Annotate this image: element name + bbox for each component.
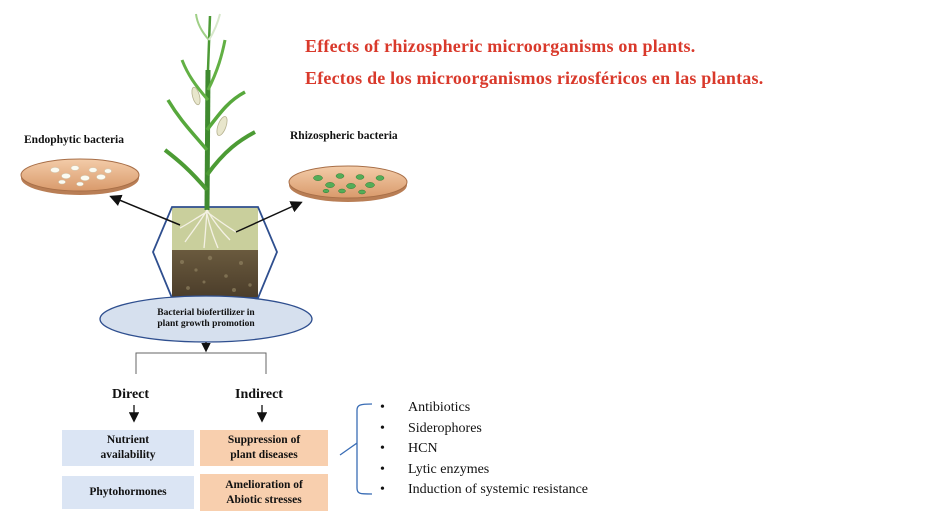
mechanism-antibiotics: Antibiotics [408, 400, 471, 415]
rhizospheric-label: Rhizospheric bacteria [290, 130, 398, 142]
rhizosphere-hexagon [152, 206, 278, 299]
endophytic-colonies [50, 165, 112, 187]
maize-plant [163, 13, 256, 249]
mechanisms-list: •Antibiotics •Siderophores •HCN •Lytic e… [380, 398, 588, 501]
mechanism-siderophores: Siderophores [408, 420, 482, 436]
phytohormones-box-label: Phytohormones [89, 486, 167, 498]
endophytic-petri-dish [20, 158, 140, 195]
plant-roots [179, 209, 237, 249]
list-item: •HCN [380, 441, 438, 456]
endophytic-label: Endophytic bacteria [24, 134, 124, 146]
title-spanish: Efectos de los microorganismos rizosféri… [305, 68, 764, 88]
nutrient-availability-box: Nutrient availability [62, 430, 194, 466]
mechanism-lytic-enzymes: Lytic enzymes [408, 461, 490, 477]
list-item: •Lytic enzymes [380, 461, 490, 477]
list-item: •Induction of systemic resistance [380, 482, 589, 497]
biofertilizer-label: Bacterial biofertilizer in plant growth … [100, 296, 312, 342]
rhizospheric-colonies [313, 173, 385, 195]
indirect-heading: Indirect [235, 387, 283, 402]
amelioration-box-line1: Amelioration of [225, 478, 303, 491]
direct-heading: Direct [112, 387, 150, 402]
nutrient-box-line2: availability [100, 449, 156, 461]
mechanisms-brace [339, 403, 373, 495]
mechanism-hcn: HCN [408, 441, 438, 456]
suppression-box-line2: plant diseases [230, 449, 298, 461]
mechanism-systemic-resistance: Induction of systemic resistance [408, 482, 589, 497]
amelioration-box: Amelioration of Abiotic stresses [200, 474, 328, 511]
phytohormones-box: Phytohormones [62, 476, 194, 509]
amelioration-box-line2: Abiotic stresses [226, 493, 302, 506]
arrow-to-endophytic [109, 194, 181, 226]
biofertilizer-label-line1: Bacterial biofertilizer in [157, 308, 255, 318]
branch-bracket [135, 352, 267, 374]
biofertilizer-label-line2: plant growth promotion [157, 319, 255, 329]
title-english: Effects of rhizospheric microorganisms o… [305, 36, 696, 56]
list-item: •Antibiotics [380, 400, 471, 415]
nutrient-box-line1: Nutrient [106, 434, 150, 446]
suppression-box: Suppression of plant diseases [200, 430, 328, 466]
suppression-box-line1: Suppression of [227, 434, 301, 446]
rhizospheric-petri-dish [288, 165, 408, 202]
list-item: •Siderophores [380, 420, 482, 436]
arrow-to-rhizospheric [235, 201, 303, 233]
